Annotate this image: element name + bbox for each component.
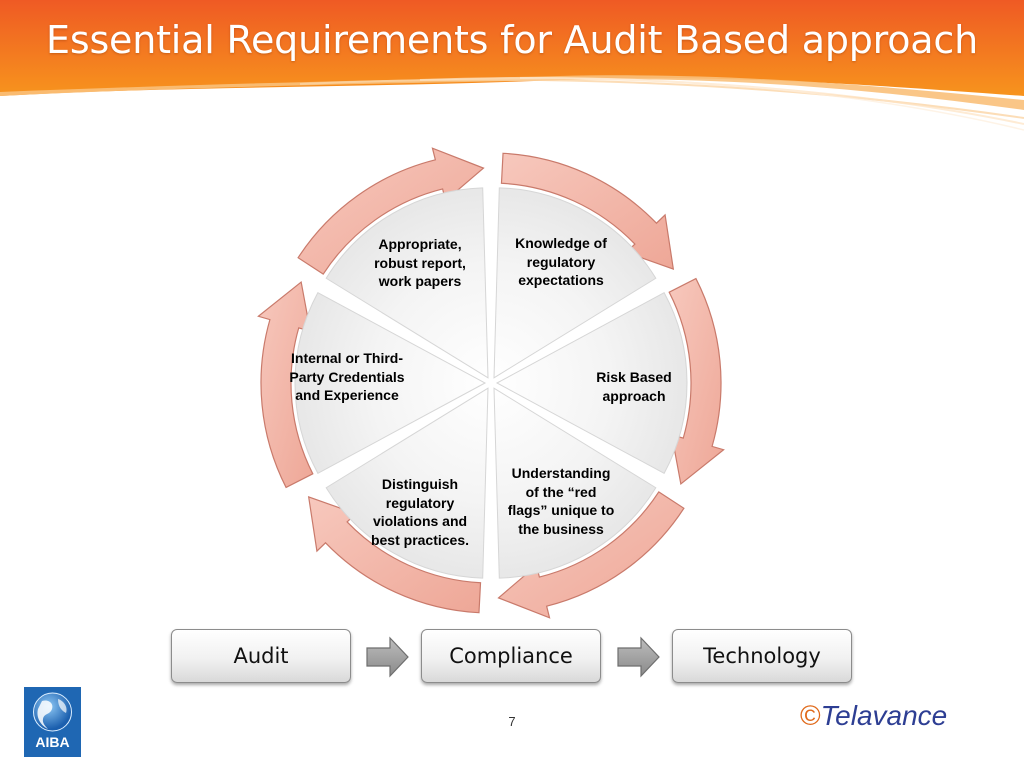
segment-label-red-flags: Understanding of the “red flags” unique … [507,465,615,537]
cycle-arrow-distinguish [307,496,482,614]
pie-segments [294,187,688,579]
pie-segment-risk-based [495,291,688,475]
telavance-logo-text: Telavance [820,700,948,731]
flow-step-audit: Audit [171,629,351,683]
telavance-logo: ©Telavance [800,700,947,736]
ring-arrows [257,147,725,619]
cycle-arrow-work-papers [297,147,485,275]
segment-label-knowledge: Knowledge of regulatory expectations [515,235,607,288]
segment-label-distinguish: Distinguish regulatory violations and be… [370,476,470,548]
cycle-arrow-credentials [257,280,314,489]
pie-segment-work-papers [325,187,489,379]
segment-label-work-papers: Appropriate, robust report, work papers [374,236,466,289]
pie-segment-knowledge [493,187,657,379]
pie-segment-credentials [294,291,487,475]
flow-step-compliance: Compliance [421,629,601,683]
aiba-logo-text: AIBA [35,734,70,750]
pie-segment-distinguish [325,387,489,579]
cycle-arrow-red-flags [497,491,685,619]
cycle-arrow-knowledge [500,152,675,270]
aiba-globe-logo-icon [24,687,81,757]
flow-arrow-icon [617,636,660,678]
segment-label-credentials: Internal or Third-Party Credentials and … [289,350,405,403]
slide-title: Essential Requirements for Audit Based a… [46,18,978,62]
pie-segment-red-flags [493,387,657,579]
flow-arrow-icon [366,636,409,678]
flow-step-technology: Technology [672,629,852,683]
header-banner [0,0,1024,131]
cycle-arrow-risk-based [668,277,725,486]
page-number: 7 [508,714,516,729]
telavance-mark-icon: © [800,700,821,731]
segment-label-risk-based: Risk Based approach [596,369,672,404]
